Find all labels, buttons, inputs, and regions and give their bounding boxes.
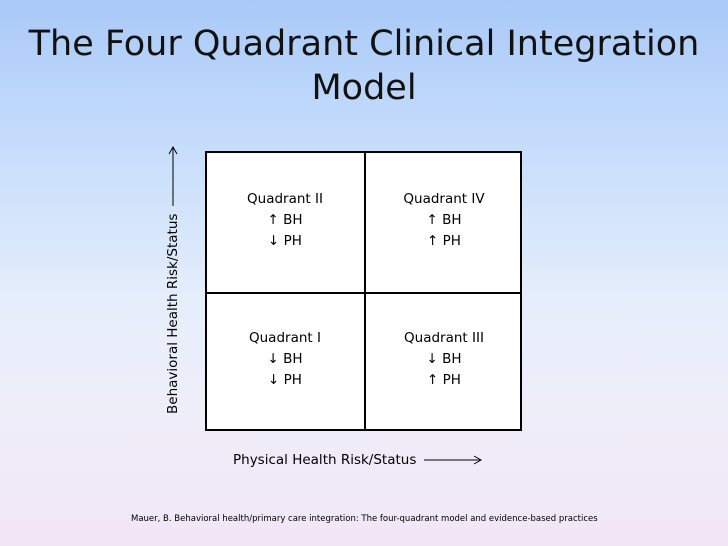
vertical-divider [364, 153, 366, 429]
x-axis-arrow-icon [424, 455, 483, 465]
quadrant-name: Quadrant I [249, 330, 321, 346]
citation-text: Mauer, B. Behavioral health/primary care… [131, 514, 598, 524]
quadrant-bh: ↑ BH [426, 212, 462, 228]
x-axis-label-text: Physical Health Risk/Status [233, 452, 417, 468]
y-axis-label-text: Behavioral Health Risk/Status [165, 213, 181, 414]
y-axis-label: Behavioral Health Risk/Status [164, 144, 182, 414]
quadrant-i: Quadrant I ↓ BH ↓ PH [207, 328, 363, 391]
quadrant-ph: ↑ PH [427, 372, 461, 388]
quadrant-iv: Quadrant IV ↑ BH ↑ PH [366, 189, 522, 252]
quadrant-ii: Quadrant II ↑ BH ↓ PH [207, 189, 363, 252]
quadrant-grid: Quadrant II ↑ BH ↓ PH Quadrant IV ↑ BH ↑… [205, 151, 522, 431]
quadrant-ph: ↓ PH [268, 233, 302, 249]
quadrant-ph: ↑ PH [427, 233, 461, 249]
quadrant-name: Quadrant III [404, 330, 484, 346]
quadrant-bh: ↓ BH [426, 351, 462, 367]
quadrant-bh: ↓ BH [267, 351, 303, 367]
quadrant-ph: ↓ PH [268, 372, 302, 388]
quadrant-name: Quadrant IV [403, 191, 485, 207]
y-axis-arrow-icon [168, 145, 178, 206]
quadrant-iii: Quadrant III ↓ BH ↑ PH [366, 328, 522, 391]
x-axis-label: Physical Health Risk/Status [233, 451, 484, 469]
horizontal-divider [207, 292, 520, 294]
quadrant-name: Quadrant II [247, 191, 323, 207]
slide-title: The Four Quadrant Clinical Integration M… [28, 24, 700, 108]
quadrant-bh: ↑ BH [267, 212, 303, 228]
